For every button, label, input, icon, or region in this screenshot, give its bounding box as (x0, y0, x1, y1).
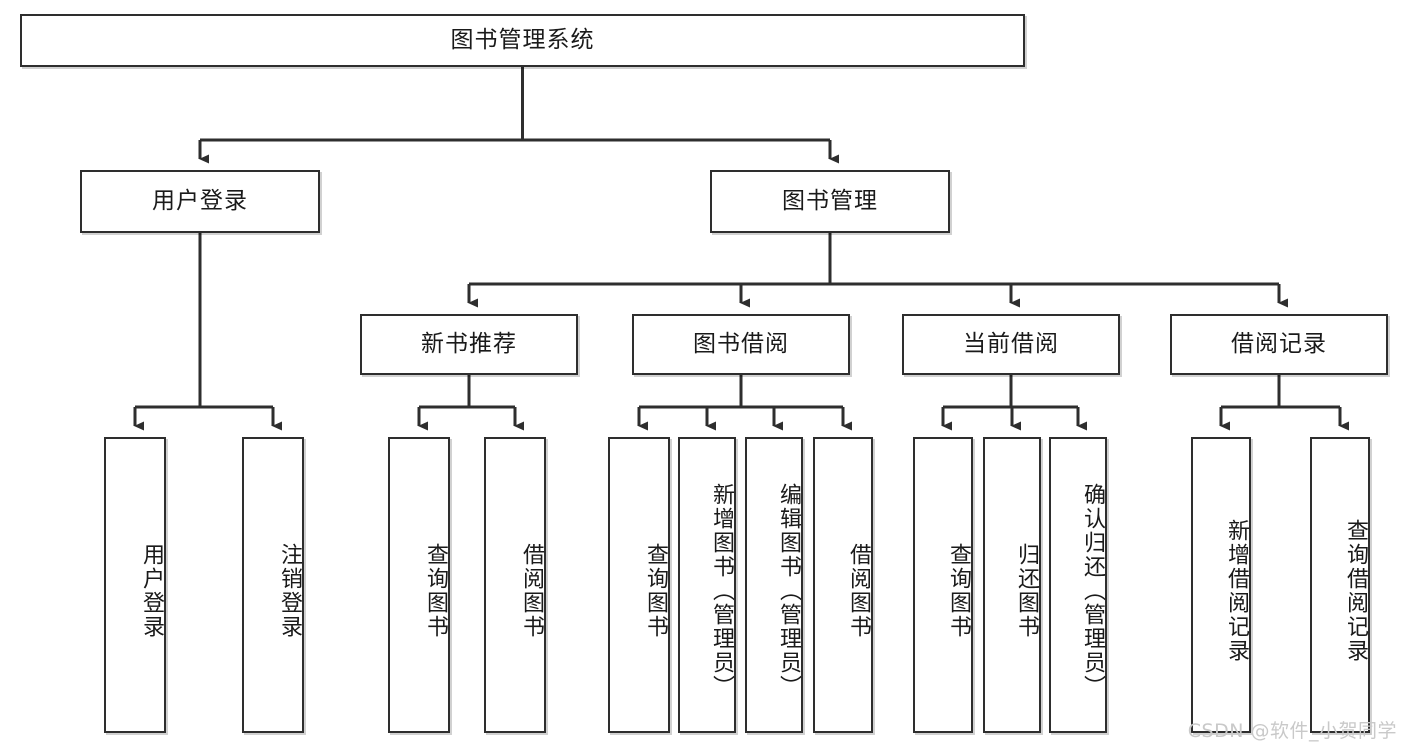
node-leaf-query-record[interactable]: 查询借阅记录 (1310, 437, 1370, 733)
node-leaf-add-book[interactable]: 新增图书（管理员） (678, 437, 736, 733)
node-leaf-query-book-c[interactable]: 查询图书 (913, 437, 973, 733)
node-leaf-edit-book[interactable]: 编辑图书（管理员） (745, 437, 803, 733)
node-book-management-label: 图书管理 (782, 187, 878, 214)
node-book-management[interactable]: 图书管理 (710, 170, 950, 233)
node-leaf-confirm-return[interactable]: 确认归还（管理员） (1049, 437, 1107, 733)
node-leaf-add-record-label: 新增借阅记录 (1224, 519, 1249, 663)
node-leaf-logout-label: 注销登录 (277, 543, 302, 639)
node-leaf-add-record[interactable]: 新增借阅记录 (1191, 437, 1251, 733)
watermark: CSDN @软件_小贺同学 (1187, 720, 1397, 742)
node-leaf-borrow-book-b-label: 借阅图书 (846, 543, 871, 639)
node-leaf-query-book-c-label: 查询图书 (946, 543, 971, 639)
node-leaf-query-book-b[interactable]: 查询图书 (608, 437, 670, 733)
node-leaf-query-record-label: 查询借阅记录 (1343, 519, 1368, 663)
node-book-borrow[interactable]: 图书借阅 (632, 314, 850, 375)
node-current-borrow[interactable]: 当前借阅 (902, 314, 1120, 375)
node-leaf-query-book-b-label: 查询图书 (643, 543, 668, 639)
node-root-label: 图书管理系统 (450, 26, 595, 53)
node-new-book-recommend-label: 新书推荐 (421, 330, 517, 357)
node-current-borrow-label: 当前借阅 (963, 330, 1059, 357)
node-leaf-user-login-label: 用户登录 (139, 543, 164, 639)
node-leaf-user-login[interactable]: 用户登录 (104, 437, 166, 733)
node-user-login-label: 用户登录 (152, 187, 248, 214)
node-borrow-record-label: 借阅记录 (1231, 330, 1327, 357)
node-book-borrow-label: 图书借阅 (693, 330, 789, 357)
node-leaf-borrow-book-a-label: 借阅图书 (519, 543, 544, 639)
node-leaf-return-book-label: 归还图书 (1014, 543, 1039, 639)
node-leaf-query-book-a[interactable]: 查询图书 (388, 437, 450, 733)
node-leaf-query-book-a-label: 查询图书 (423, 543, 448, 639)
node-leaf-logout[interactable]: 注销登录 (242, 437, 304, 733)
node-leaf-return-book[interactable]: 归还图书 (983, 437, 1041, 733)
node-root[interactable]: 图书管理系统 (20, 14, 1025, 67)
node-borrow-record[interactable]: 借阅记录 (1170, 314, 1388, 375)
node-leaf-borrow-book-a[interactable]: 借阅图书 (484, 437, 546, 733)
node-new-book-recommend[interactable]: 新书推荐 (360, 314, 578, 375)
node-leaf-edit-book-label: 编辑图书（管理员） (776, 483, 801, 699)
node-leaf-borrow-book-b[interactable]: 借阅图书 (813, 437, 873, 733)
node-user-login[interactable]: 用户登录 (80, 170, 320, 233)
node-leaf-confirm-return-label: 确认归还（管理员） (1080, 483, 1105, 699)
node-leaf-add-book-label: 新增图书（管理员） (709, 483, 734, 699)
